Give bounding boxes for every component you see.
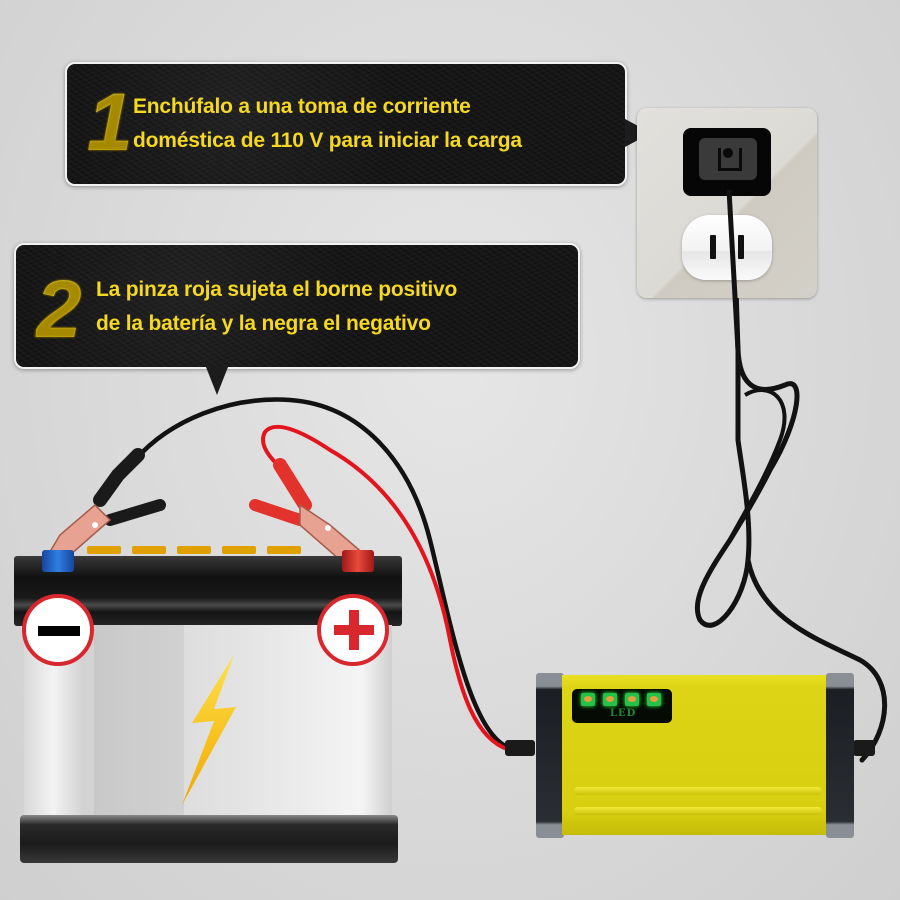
outlet-socket: [682, 215, 772, 280]
black-cable: [133, 397, 511, 751]
positive-terminal: [342, 550, 374, 572]
charger-end-cap-right: [826, 673, 854, 838]
step-number: 2: [36, 264, 82, 355]
led-indicator: [647, 693, 661, 706]
charger-rib: [574, 787, 822, 795]
car-battery: [12, 546, 407, 870]
charger-body: LED: [562, 675, 828, 835]
red-cable: [261, 424, 511, 752]
step-text: La pinza roja sujeta el borne positivo d…: [96, 278, 458, 335]
led-indicator-panel: LED: [572, 689, 672, 723]
step-text: Enchúfalo a una toma de corriente domést…: [133, 95, 522, 152]
callout-pointer: [206, 367, 228, 395]
charger-rib: [574, 807, 822, 815]
power-plug-icon: [683, 128, 771, 196]
battery-charger: LED: [536, 673, 854, 838]
instruction-callout-2: 2 La pinza roja sujeta el borne positivo…: [14, 243, 580, 395]
wall-outlet: [637, 108, 817, 298]
negative-badge: [22, 594, 94, 666]
battery-base: [20, 815, 398, 863]
instruction-callout-1: 1 Enchúfalo a una toma de corriente domé…: [65, 62, 651, 186]
negative-terminal: [42, 550, 74, 572]
minus-icon: [38, 626, 80, 636]
lightning-bolt-icon: [182, 655, 236, 805]
led-indicator: [625, 693, 639, 706]
charger-end-cap-left: [536, 673, 564, 838]
positive-badge: [317, 594, 389, 666]
black-clamp: [43, 448, 166, 562]
red-clamp: [249, 458, 367, 561]
led-indicator: [581, 693, 595, 706]
led-indicator: [603, 693, 617, 706]
led-label: LED: [610, 708, 637, 719]
step-number: 1: [87, 77, 133, 168]
